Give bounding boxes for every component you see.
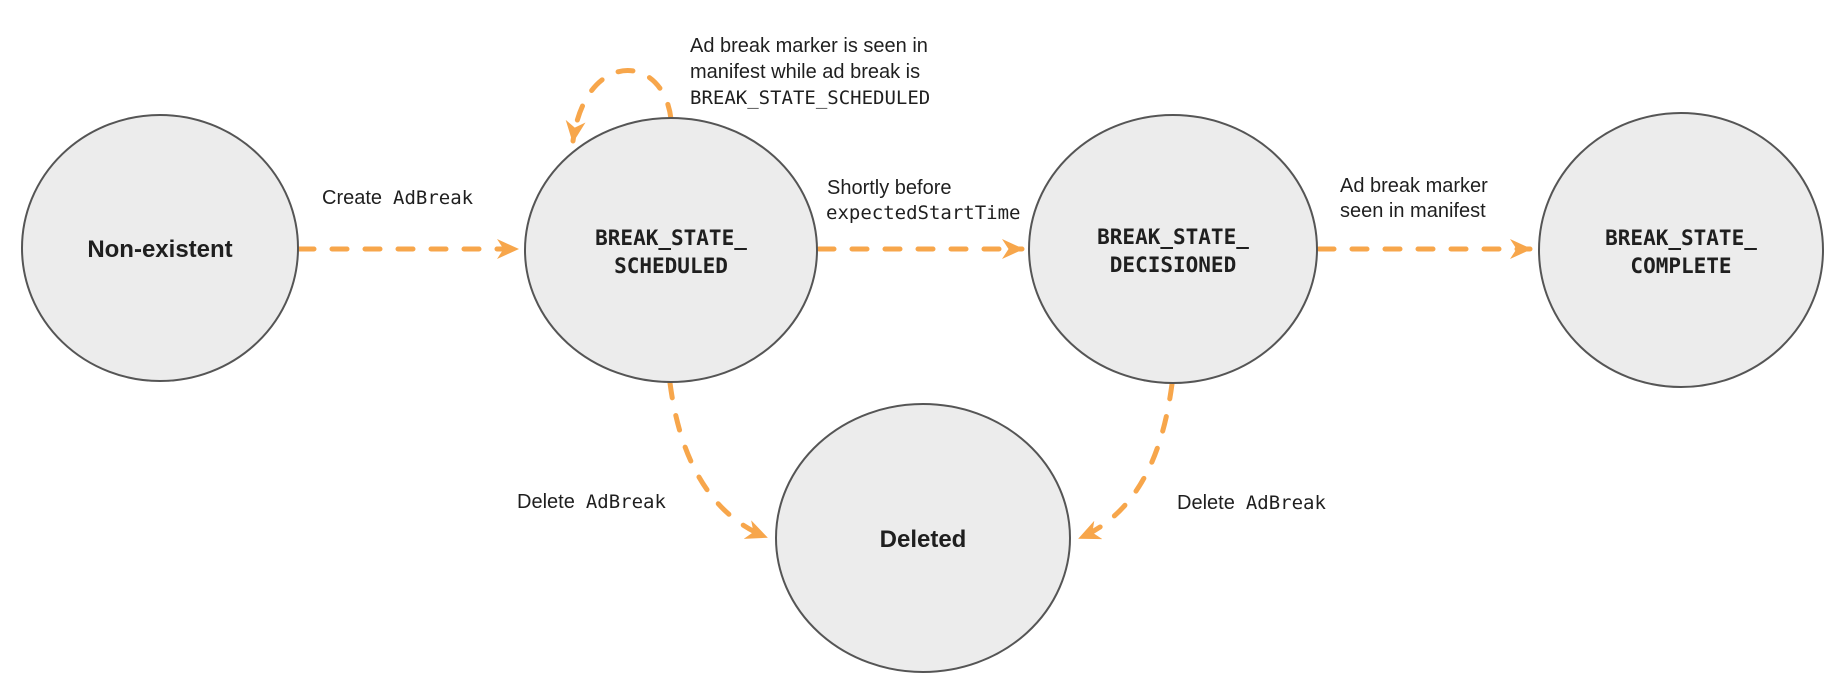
state-node-break-state-complete [1538, 112, 1824, 388]
state-node-break-state-scheduled [524, 117, 818, 383]
edge-label-self-loop-line2: manifest while ad break is [690, 61, 920, 83]
edge-label-delete-adbreak-left: Delete AdBreak [517, 491, 666, 513]
edge-label-create-text: Create [322, 187, 382, 209]
state-label-decisioned-line1: BREAK_STATE_ [1097, 225, 1249, 249]
edge-self-loop-scheduled [565, 68, 674, 144]
state-node-non-existent [21, 114, 299, 382]
edge-label-delete-adbreak-right: Delete AdBreak [1177, 492, 1326, 514]
edge-label-marker-seen-line2: seen in manifest [1340, 200, 1486, 222]
edge-label-delete-left-text: Delete [517, 491, 575, 513]
edge-label-marker-seen-line1: Ad break marker [1340, 175, 1488, 197]
edge-decisioned-to-deleted [1077, 381, 1175, 541]
state-label-deleted: Deleted [880, 526, 967, 553]
state-label-non-existent: Non-existent [87, 236, 232, 263]
state-label-complete-line2: COMPLETE [1630, 254, 1731, 278]
edge-label-delete-right-code: AdBreak [1246, 492, 1327, 514]
edge-scheduled-to-deleted [667, 380, 769, 540]
edge-label-self-loop-line3-code: BREAK_STATE_SCHEDULED [690, 87, 930, 109]
state-label-complete-line1: BREAK_STATE_ [1605, 226, 1757, 250]
edge-label-self-loop-line1: Ad break marker is seen in [690, 35, 928, 57]
state-label-scheduled-line1: BREAK_STATE_ [595, 226, 747, 250]
state-label-scheduled-line2: SCHEDULED [614, 254, 728, 278]
edge-label-expected-start-time-code: expectedStartTime [826, 202, 1020, 224]
edge-label-delete-left-code: AdBreak [586, 491, 667, 513]
edge-label-delete-right-text: Delete [1177, 492, 1235, 514]
edge-label-shortly-before: Shortly before [827, 177, 952, 199]
state-label-decisioned-line2: DECISIONED [1110, 253, 1236, 277]
edge-label-create-code: AdBreak [393, 187, 474, 209]
state-node-deleted [775, 403, 1071, 673]
state-node-break-state-decisioned [1028, 114, 1318, 384]
edge-label-create-adbreak: Create AdBreak [322, 187, 474, 209]
